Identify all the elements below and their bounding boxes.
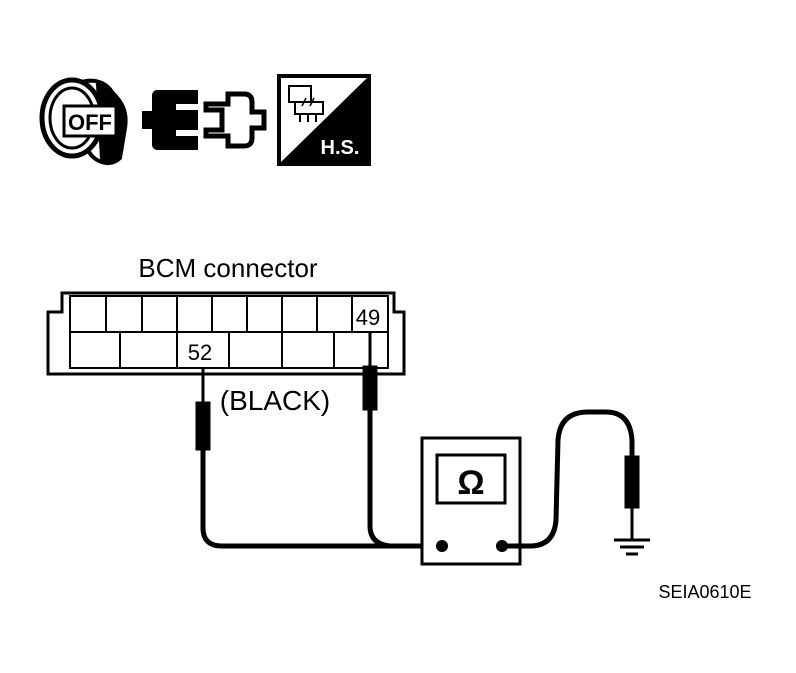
meter-terminal-left <box>436 540 448 552</box>
terminal-49-label: 49 <box>356 305 380 330</box>
ignition-key-off-icon: OFF <box>39 77 128 165</box>
probe-lead-52 <box>195 368 438 549</box>
connector-disconnect-icon <box>142 90 267 150</box>
ignition-key-text: OFF <box>68 110 112 135</box>
ground-symbol <box>614 538 650 556</box>
figure-id: SEIA0610E <box>658 582 751 602</box>
harness-connector-hs-icon: H.S. <box>277 74 371 166</box>
probe-color-label: (BLACK) <box>220 385 330 416</box>
ohmmeter: Ω <box>420 436 522 566</box>
connector-title: BCM connector <box>138 253 318 283</box>
ohm-symbol: Ω <box>457 464 484 502</box>
ground-lead <box>502 409 640 549</box>
probe-lead-49 <box>362 332 391 549</box>
bcm-connector: 49 52 <box>46 291 406 376</box>
harness-connector-text: H.S. <box>321 137 360 159</box>
terminal-52-label: 52 <box>188 340 212 365</box>
